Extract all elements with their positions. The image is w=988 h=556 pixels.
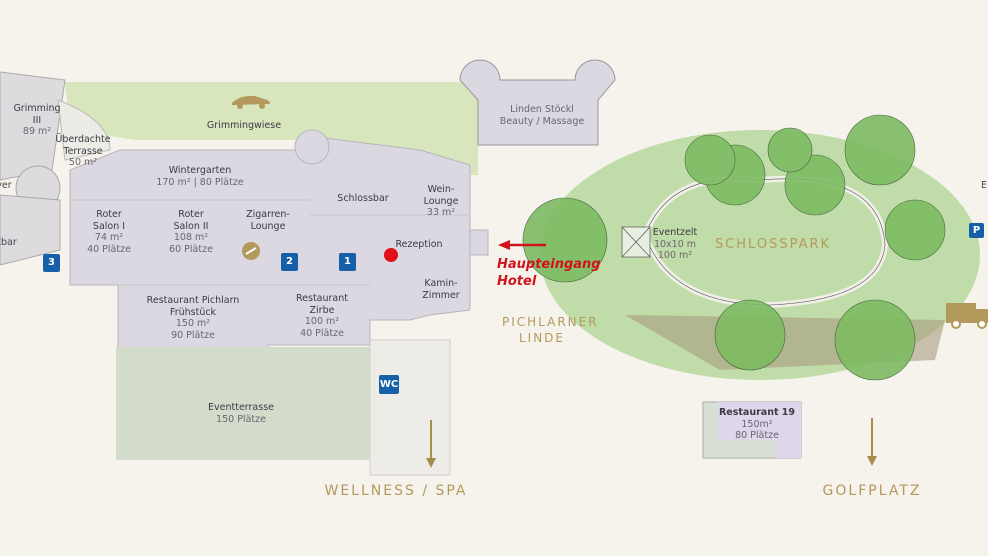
room-schlossbar[interactable]: Schlossbar — [337, 193, 389, 204]
truck-icon — [946, 303, 988, 329]
direction-golfplatz[interactable]: GOLFPLATZ — [822, 483, 922, 499]
label-foyer-partial: yer — [0, 180, 12, 191]
room-kamin-zimmer[interactable]: Kamin-Zimmer — [422, 278, 460, 301]
room-rezeption[interactable]: Rezeption — [395, 239, 443, 250]
grimming-building — [0, 71, 66, 181]
grimmingwiese-area — [65, 82, 478, 175]
direction-wellness-spa[interactable]: WELLNESS / SPA — [324, 483, 468, 499]
wc-icon: WC — [379, 375, 399, 394]
car-icon — [232, 95, 270, 109]
linden-stoeckl-building — [459, 59, 616, 146]
area-pichlarner-linde: PICHLARNER LINDE — [502, 315, 599, 345]
lift-3-icon: 3 — [43, 254, 60, 272]
label-bar-partial: tbar — [0, 237, 17, 248]
lift-2-icon: 2 — [281, 253, 298, 271]
parking-icon: P — [969, 223, 984, 238]
area-grimmingwiese: Grimmingwiese — [206, 120, 282, 131]
area-schlosspark: SCHLOSSPARK — [714, 237, 832, 252]
eventterrasse-area — [116, 347, 370, 460]
label-right-partial: E — [980, 180, 988, 191]
room-zigarren-lounge[interactable]: Zigarren-Lounge — [246, 209, 290, 232]
trees — [522, 114, 946, 381]
you-are-here-marker — [384, 248, 398, 262]
lift-1-icon: 1 — [339, 253, 356, 271]
